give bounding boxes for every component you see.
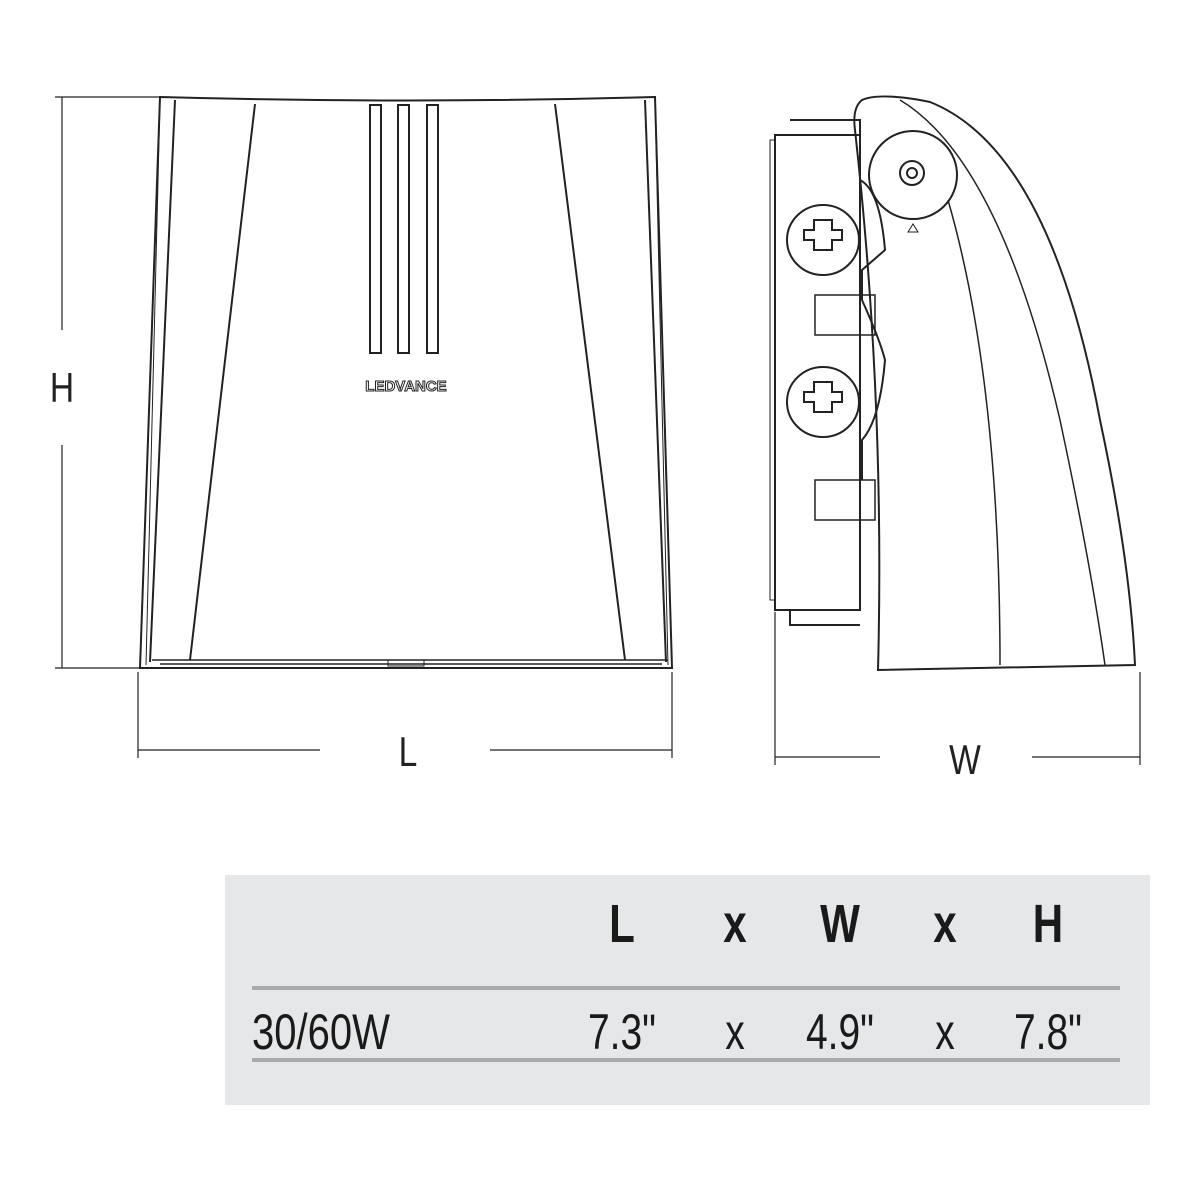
header-width: W [820,894,860,954]
value-length: 7.3" [587,1004,657,1060]
value-separator: x [935,1004,955,1060]
dimensions-table: L x W x H 30/60W 7.3" x 4.9" x 7.8" [225,875,1150,1105]
mounting-screw [786,204,860,276]
height-dimension-line [55,96,160,669]
width-dimension-line [774,612,1141,765]
mounting-screw [786,366,860,438]
value-separator: x [725,1004,745,1060]
header-separator: x [723,894,747,954]
header-separator: x [933,894,957,954]
length-dimension-line [137,672,673,758]
table-divider [252,1058,1120,1062]
header-length: L [609,894,635,954]
front-view: LEDVANCE [138,95,674,669]
height-label: H [49,364,75,411]
value-width: 4.9" [805,1004,875,1060]
table-divider [252,986,1120,990]
tilt-adjustment-dial [868,130,958,220]
vent-slots [369,104,439,354]
value-height: 7.8" [1013,1004,1083,1060]
header-height: H [1032,894,1064,954]
row-label: 30/60W [252,1004,390,1060]
width-label: W [949,736,981,783]
side-view [769,95,1137,672]
length-label: L [398,728,418,775]
brand-logo: LEDVANCE [365,378,446,395]
